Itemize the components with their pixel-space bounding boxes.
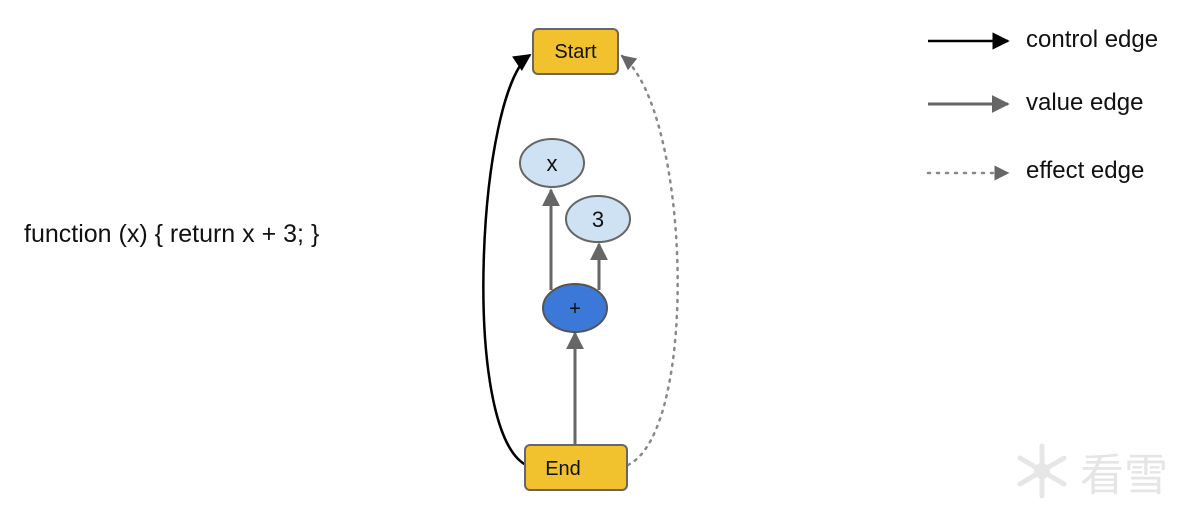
- constant-3-label: 3: [592, 207, 604, 232]
- source-code-text: function (x) { return x + 3; }: [24, 220, 320, 248]
- legend-control-label: control edge: [1026, 26, 1159, 53]
- control-edge-end-to-start: [482, 53, 532, 467]
- effect-edge-end-to-start: [620, 54, 679, 467]
- constant-3-node: 3: [565, 195, 631, 243]
- snowflake-logo-icon: [1017, 443, 1067, 499]
- param-x-node: x: [519, 138, 585, 188]
- start-node: Start: [532, 28, 619, 75]
- start-node-label: Start: [554, 41, 597, 63]
- add-node-label: +: [569, 298, 581, 320]
- add-node: +: [542, 283, 608, 333]
- watermark: 看雪: [1017, 443, 1168, 501]
- legend-value-label: value edge: [1026, 89, 1144, 116]
- legend: [926, 32, 1010, 181]
- watermark-text: 看雪: [1080, 450, 1168, 501]
- param-x-label: x: [547, 151, 558, 176]
- end-node: End: [524, 444, 628, 491]
- end-node-label: End: [545, 458, 581, 480]
- legend-effect-label: effect edge: [1026, 157, 1145, 184]
